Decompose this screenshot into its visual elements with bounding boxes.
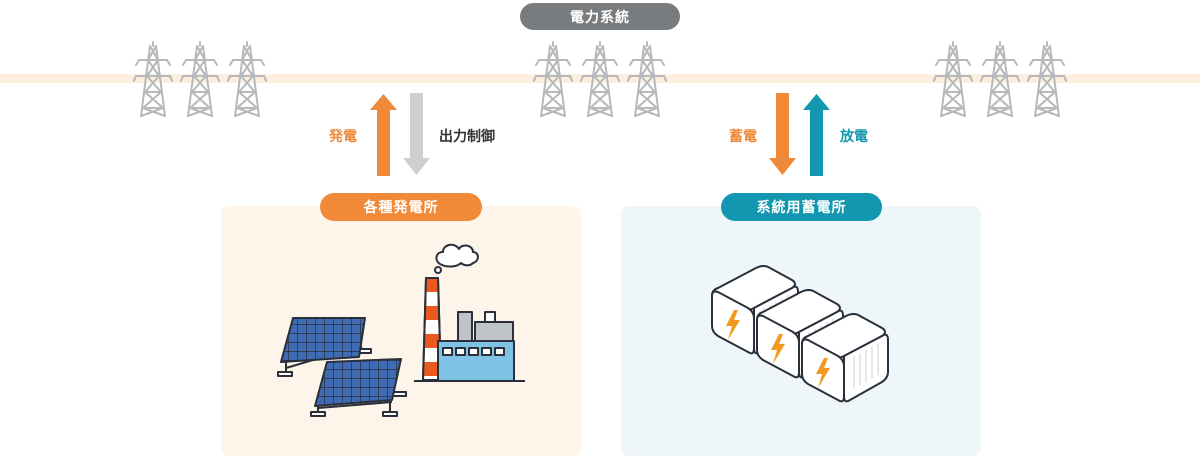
arrow-down-charge xyxy=(769,93,796,175)
arrow-up-generation xyxy=(370,94,397,176)
grid-line xyxy=(0,74,1200,83)
flow-arrows xyxy=(370,93,830,176)
generation-label: 各種発電所 xyxy=(320,193,482,221)
label-curtailment: 出力制御 xyxy=(439,129,495,145)
arrow-up-discharge xyxy=(803,94,830,176)
solar-panel-icon xyxy=(277,317,372,377)
label-generation: 発電 xyxy=(329,129,357,145)
grid-label: 電力系統 xyxy=(520,3,680,30)
storage-label: 系統用蓄電所 xyxy=(721,193,882,221)
label-charge: 蓄電 xyxy=(729,129,757,145)
solar-panel-icon xyxy=(310,358,407,417)
generation-panel xyxy=(221,206,581,456)
label-discharge: 放電 xyxy=(840,129,868,145)
arrow-down-curtailment xyxy=(403,93,430,175)
power-plant-icon xyxy=(414,243,525,382)
